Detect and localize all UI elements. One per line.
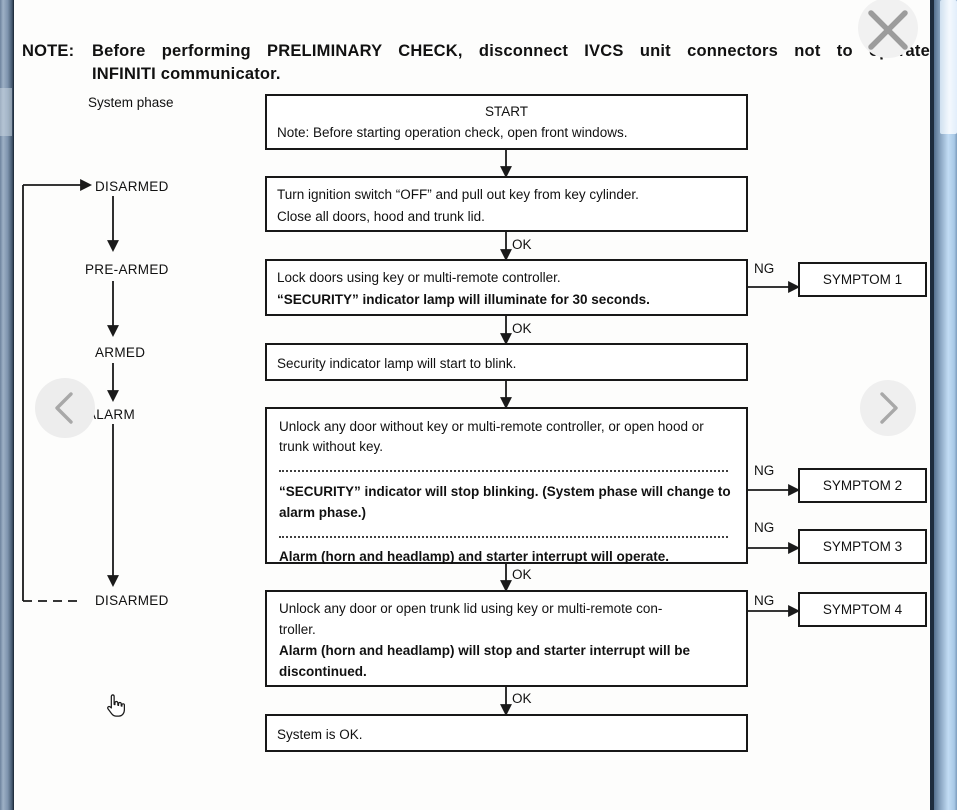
close-icon bbox=[868, 10, 908, 50]
flow-box-lock-doors: Lock doors using key or multi-remote con… bbox=[265, 259, 748, 316]
start-title: START bbox=[484, 104, 528, 119]
lock-bold: “SECURITY” indicator lamp will illuminat… bbox=[277, 292, 650, 307]
ng-label-3: NG bbox=[754, 520, 775, 535]
window-edge-right-border bbox=[930, 0, 934, 810]
symptom-4-box: SYMPTOM 4 bbox=[798, 592, 927, 627]
symptom-1-box: SYMPTOM 1 bbox=[798, 262, 927, 297]
alarm-test-normal: Unlock any door without key or multi-rem… bbox=[279, 419, 704, 454]
phase-alarm: ALARM bbox=[87, 407, 136, 422]
next-button[interactable] bbox=[860, 380, 916, 436]
ok-label-3: OK bbox=[512, 567, 532, 582]
hand-cursor-icon bbox=[107, 694, 125, 717]
scrollbar-thumb[interactable] bbox=[940, 0, 957, 134]
prev-button[interactable] bbox=[35, 378, 95, 438]
disarm-test-bold: Alarm (horn and headlamp) will stop and … bbox=[279, 643, 691, 679]
alarm-test-bold-2: Alarm (horn and headlamp) and starter in… bbox=[279, 549, 670, 564]
ng-label-4: NG bbox=[754, 593, 775, 608]
phase-disarmed-top: DISARMED bbox=[95, 179, 169, 194]
ng-label-2: NG bbox=[754, 463, 775, 478]
dotted-divider bbox=[279, 536, 728, 538]
flow-box-blink: Security indicator lamp will start to bl… bbox=[265, 343, 748, 381]
note-line-1: Before performing PRELIMINARY CHECK, dis… bbox=[92, 42, 930, 60]
ok-label-4: OK bbox=[512, 691, 532, 706]
dotted-divider bbox=[279, 470, 728, 472]
flow-box-alarm-test: Unlock any door without key or multi-rem… bbox=[265, 407, 748, 564]
scrollbar-track bbox=[934, 0, 957, 810]
phase-pre-armed: PRE-ARMED bbox=[85, 262, 169, 277]
ng-label-1: NG bbox=[754, 261, 775, 276]
flow-box-disarm-test: Unlock any door or open trunk lid using … bbox=[265, 590, 748, 687]
blink-text: Security indicator lamp will start to bl… bbox=[277, 356, 517, 371]
symptom-2-box: SYMPTOM 2 bbox=[798, 468, 927, 503]
note-banner: NOTE: Before performing PRELIMINARY CHEC… bbox=[22, 40, 930, 86]
window-edge-left-highlight bbox=[0, 88, 12, 136]
lock-normal: Lock doors using key or multi-remote con… bbox=[277, 270, 561, 285]
ignition-line-2: Close all doors, hood and trunk lid. bbox=[277, 209, 485, 224]
flow-box-ignition: Turn ignition switch “OFF” and pull out … bbox=[265, 176, 748, 232]
phase-armed: ARMED bbox=[95, 345, 146, 360]
alarm-test-bold-1: “SECURITY” indicator will stop blinking.… bbox=[279, 484, 731, 520]
note-line-2: INFINITI communicator. bbox=[92, 65, 281, 83]
window-edge-left bbox=[0, 0, 14, 810]
note-label: NOTE: bbox=[22, 42, 75, 60]
chevron-left-icon bbox=[55, 392, 73, 424]
disarm-test-normal-1: Unlock any door or open trunk lid using … bbox=[279, 601, 663, 616]
ok-label-2: OK bbox=[512, 321, 532, 336]
flow-box-system-ok: System is OK. bbox=[265, 714, 748, 752]
flow-box-start: START Note: Before starting operation ch… bbox=[265, 94, 748, 150]
symptom-3-box: SYMPTOM 3 bbox=[798, 529, 927, 564]
disarm-test-normal-2: troller. bbox=[279, 622, 316, 637]
system-phase-label: System phase bbox=[88, 95, 174, 110]
ignition-line-1: Turn ignition switch “OFF” and pull out … bbox=[277, 187, 639, 202]
close-button[interactable] bbox=[858, 0, 918, 58]
start-note: Note: Before starting operation check, o… bbox=[277, 125, 628, 140]
chevron-right-icon bbox=[880, 392, 898, 424]
phase-disarmed-bottom: DISARMED bbox=[95, 593, 169, 608]
note-text: Before performing PRELIMINARY CHECK, dis… bbox=[92, 40, 930, 86]
system-ok-text: System is OK. bbox=[277, 727, 363, 742]
ok-label-1: OK bbox=[512, 237, 532, 252]
